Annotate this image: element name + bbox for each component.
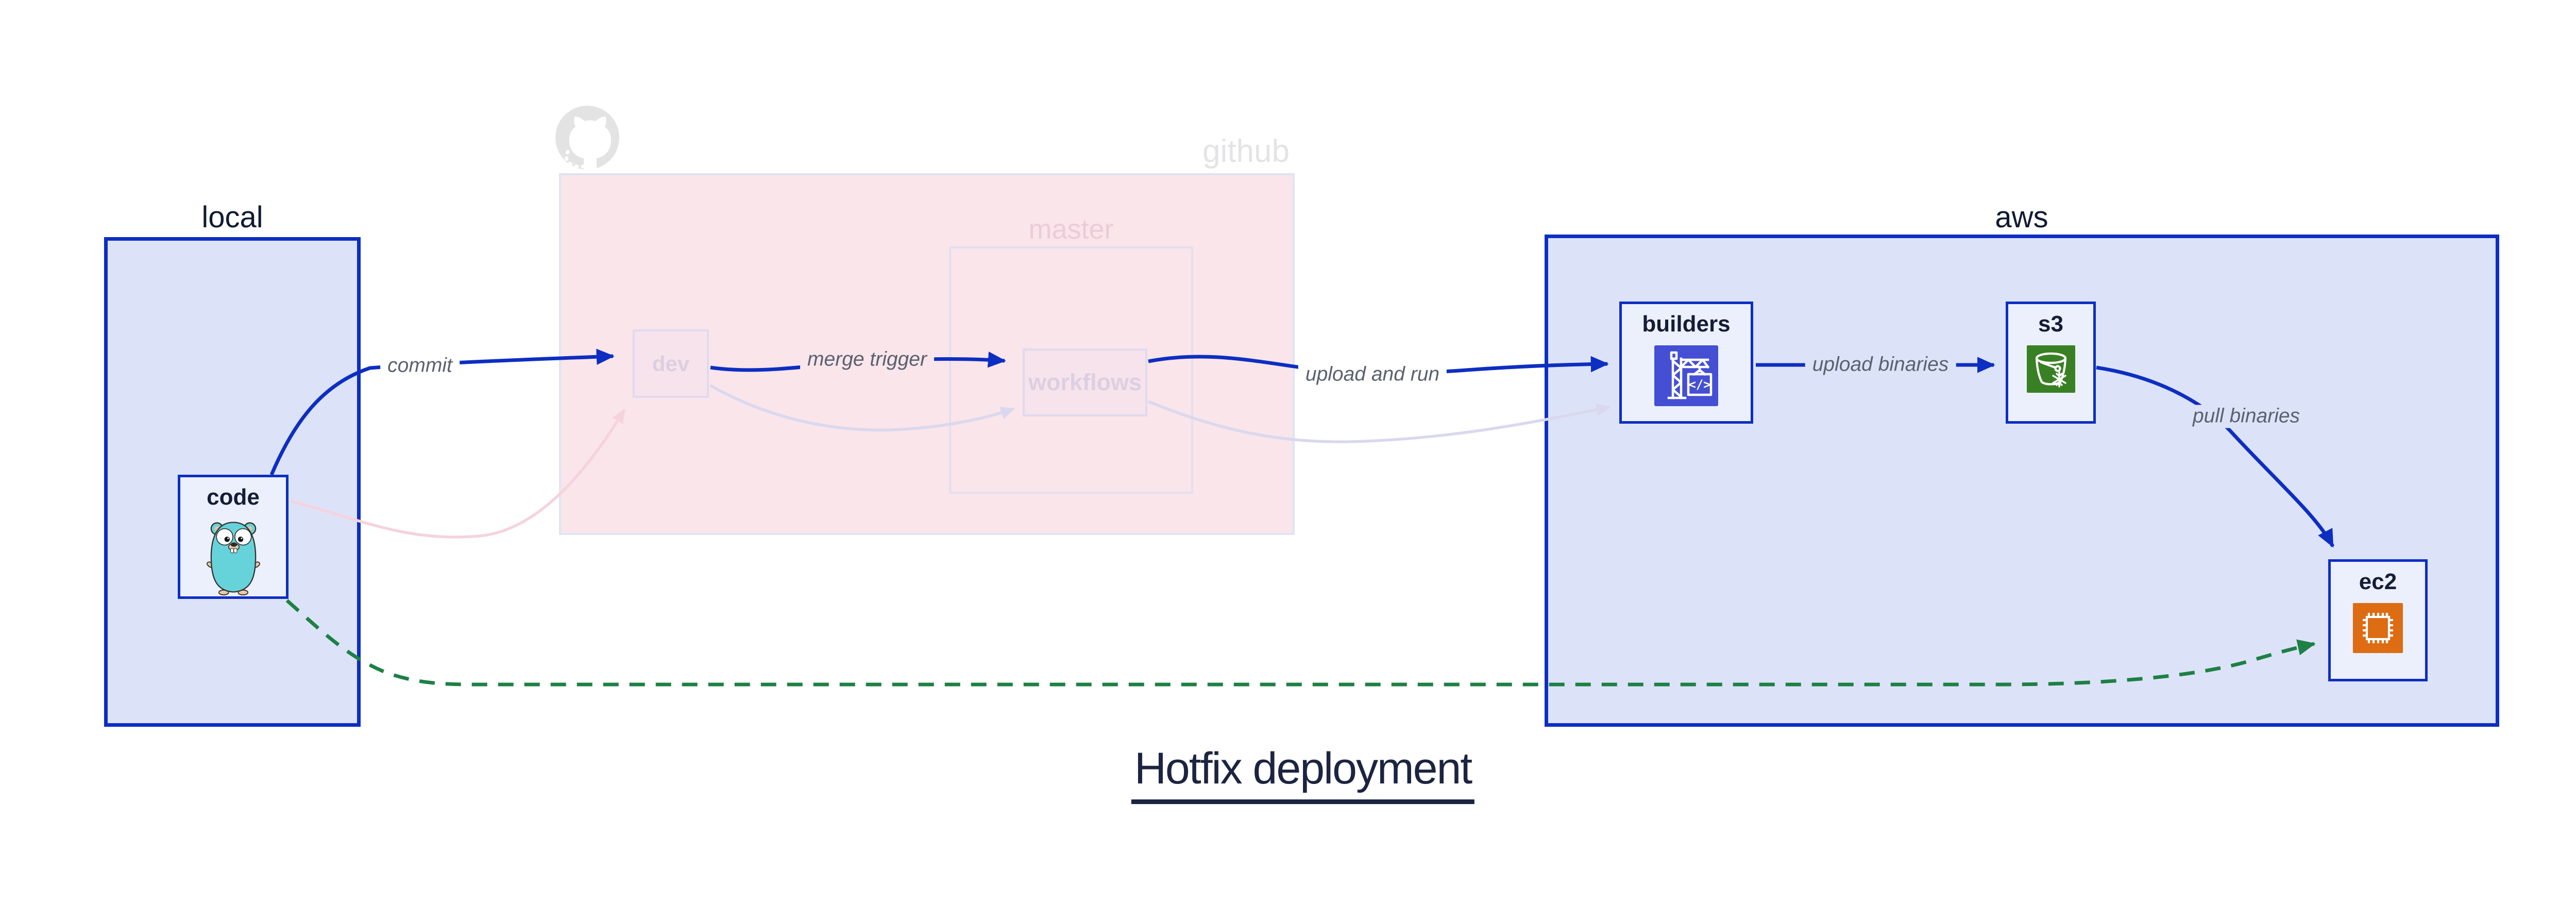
s3-glacier-bucket-icon <box>2026 345 2075 393</box>
node-s3: s3 <box>2006 302 2096 424</box>
node-ec2: ec2 <box>2328 559 2428 681</box>
node-code-label: code <box>207 485 260 510</box>
codebuild-crane-icon: </> <box>1654 345 1718 406</box>
node-code: code <box>178 475 289 599</box>
node-ec2-label: ec2 <box>2359 569 2397 594</box>
octocat-icon <box>555 106 619 170</box>
diagram-title: Hotfix deployment <box>1131 743 1475 804</box>
edge-commit-label: commit <box>380 354 460 378</box>
edge-upload-and-run-label: upload and run <box>1298 363 1447 387</box>
master-container-label: master <box>1028 214 1114 245</box>
node-dev: dev <box>633 329 709 398</box>
node-builders-label: builders <box>1642 311 1731 337</box>
github-container-label: github <box>1202 133 1290 169</box>
gopher-icon <box>206 522 260 596</box>
aws-container-label: aws <box>1995 201 2048 234</box>
svg-text:</>: </> <box>1688 377 1710 392</box>
node-workflows-label: workflows <box>1028 369 1142 395</box>
node-dev-label: dev <box>652 351 690 376</box>
edge-pull-binaries-label: pull binaries <box>2185 405 2308 428</box>
ec2-chip-icon <box>2353 603 2403 653</box>
edge-upload-binaries-label: upload binaries <box>1805 353 1956 377</box>
node-s3-label: s3 <box>2038 311 2063 337</box>
edge-merge-trigger-label: merge trigger <box>800 348 934 372</box>
node-builders: builders </> <box>1619 302 1753 424</box>
local-container-label: local <box>201 201 263 234</box>
node-workflows: workflows <box>1023 348 1147 416</box>
